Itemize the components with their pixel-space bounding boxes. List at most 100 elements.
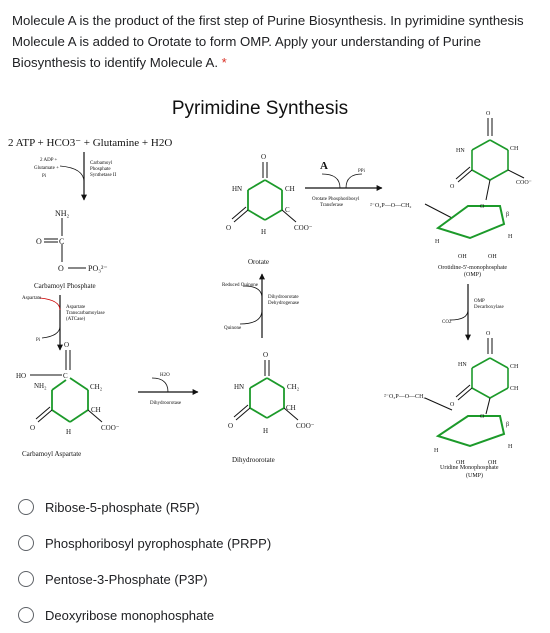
ump-atoms: O HN CH CH O ²⁻O₃P—O—CH₂ O β H H OH OH bbox=[384, 331, 519, 466]
svg-text:CH: CH bbox=[285, 185, 295, 193]
svg-text:C: C bbox=[285, 206, 290, 214]
svg-text:Orotidine-5'-monophosphate: Orotidine-5'-monophosphate bbox=[438, 265, 507, 271]
reactants-label: 2 ATP + HCO3⁻ + Glutamine + H2O bbox=[8, 137, 172, 149]
option-r5p[interactable]: Ribose-5-phosphate (R5P) bbox=[18, 489, 271, 525]
answer-options: Ribose-5-phosphate (R5P) Phosphoribosyl … bbox=[18, 489, 271, 633]
step2-arrow bbox=[39, 295, 63, 351]
svg-text:CH: CH bbox=[286, 404, 296, 412]
ump-structure bbox=[424, 338, 509, 415]
option-deoxyribose[interactable]: Deoxyribose monophosphate bbox=[18, 597, 271, 633]
diagram-title: Pyrimidine Synthesis bbox=[172, 98, 348, 119]
question-body: Molecule A is the product of the first s… bbox=[12, 13, 524, 70]
option-prpp-label: Phosphoribosyl pyrophosphate (PRPP) bbox=[45, 535, 272, 551]
svg-text:O: O bbox=[64, 341, 69, 349]
step3-enzyme: Dihydroorotase bbox=[150, 401, 182, 406]
step6-output: CO2 bbox=[442, 320, 452, 325]
svg-text:O: O bbox=[480, 204, 485, 210]
svg-text:Dehydrogenase: Dehydrogenase bbox=[268, 301, 300, 306]
svg-text:HN: HN bbox=[232, 185, 242, 193]
svg-text:Dihydroorotate: Dihydroorotate bbox=[268, 295, 299, 300]
svg-text:O: O bbox=[480, 414, 485, 420]
svg-text:CH: CH bbox=[510, 146, 519, 152]
svg-text:HN: HN bbox=[458, 362, 467, 368]
omp-structure bbox=[424, 118, 525, 219]
step4-input: Quinone bbox=[224, 326, 242, 331]
svg-text:OH: OH bbox=[488, 460, 497, 466]
step2-input: Aspartate bbox=[22, 296, 42, 301]
step5-molecule-path bbox=[321, 173, 341, 189]
step4-output: Reduced Quinone bbox=[222, 283, 259, 288]
step3-input: H2O bbox=[160, 373, 170, 378]
omp-label: Orotidine-5'-monophosphate (OMP) bbox=[438, 265, 507, 278]
step6-co2-path bbox=[449, 309, 469, 321]
svg-text:O: O bbox=[36, 237, 42, 246]
carbamoyl-aspartate-structure bbox=[30, 350, 103, 423]
step4-reduced-path bbox=[243, 285, 263, 299]
svg-text:NH₂: NH₂ bbox=[55, 209, 70, 218]
step2-output: Pi bbox=[36, 338, 41, 343]
step2-enzyme: Aspartate Transcarbamoylase (ATCase) bbox=[66, 305, 105, 322]
svg-text:(UMP): (UMP) bbox=[466, 472, 483, 479]
step5-output: PPi bbox=[358, 169, 366, 174]
radio-prpp[interactable] bbox=[18, 535, 34, 551]
orotate-label: Orotate bbox=[248, 258, 269, 266]
svg-text:²⁻O₃P—O—CH₂: ²⁻O₃P—O—CH₂ bbox=[370, 203, 412, 209]
svg-text:O: O bbox=[450, 184, 455, 190]
svg-text:CH₂: CH₂ bbox=[287, 383, 300, 391]
svg-text:H: H bbox=[66, 428, 71, 436]
omp-ribose-ring bbox=[435, 205, 506, 240]
svg-text:O: O bbox=[261, 153, 266, 161]
radio-r5p[interactable] bbox=[18, 499, 34, 515]
svg-text:HN: HN bbox=[456, 148, 465, 154]
svg-text:CH: CH bbox=[510, 364, 519, 370]
svg-text:O: O bbox=[58, 264, 64, 273]
svg-text:(OMP): (OMP) bbox=[464, 271, 481, 278]
step1-inputs: 2 ADP + Glutamate + Pi bbox=[34, 158, 59, 179]
svg-text:Carbamoyl: Carbamoyl bbox=[90, 161, 113, 166]
svg-text:OH: OH bbox=[456, 460, 465, 466]
svg-text:HN: HN bbox=[234, 383, 244, 391]
svg-text:OMP: OMP bbox=[474, 299, 485, 304]
svg-text:OH: OH bbox=[488, 254, 497, 260]
step1-enzyme: Carbamoyl Phosphate Synthetase II bbox=[90, 161, 117, 178]
svg-text:β: β bbox=[506, 422, 509, 428]
svg-text:OH: OH bbox=[458, 254, 467, 260]
svg-text:H: H bbox=[261, 228, 266, 236]
svg-text:Transcarbamoylase: Transcarbamoylase bbox=[66, 311, 105, 316]
radio-p3p[interactable] bbox=[18, 571, 34, 587]
svg-text:(ATCase): (ATCase) bbox=[66, 317, 85, 322]
carbamoyl-phosphate-label: Carbamoyl Phosphate bbox=[34, 282, 96, 290]
svg-text:CH₂: CH₂ bbox=[90, 383, 103, 391]
svg-text:Transferase: Transferase bbox=[320, 203, 344, 208]
svg-text:O: O bbox=[486, 331, 491, 337]
svg-text:COO⁻: COO⁻ bbox=[516, 180, 532, 186]
required-marker: * bbox=[221, 55, 227, 70]
svg-text:Synthetase II: Synthetase II bbox=[90, 173, 117, 178]
pyrimidine-synthesis-diagram: Pyrimidine Synthesis 2 ATP + HCO3⁻ + Glu… bbox=[8, 98, 532, 479]
svg-text:O: O bbox=[226, 224, 231, 232]
svg-text:COO⁻: COO⁻ bbox=[101, 424, 120, 432]
dihydroorotate-atoms: O HN CH₂ CH O H COO⁻ bbox=[228, 351, 315, 435]
omp-atoms: O HN CH O COO⁻ ²⁻O₃P—O—CH₂ O β H H OH OH bbox=[370, 111, 532, 260]
svg-text:H: H bbox=[508, 234, 513, 240]
svg-text:HO: HO bbox=[16, 372, 26, 380]
question-text: Molecule A is the product of the first s… bbox=[12, 10, 542, 73]
svg-text:H: H bbox=[508, 444, 513, 450]
option-prpp[interactable]: Phosphoribosyl pyrophosphate (PRPP) bbox=[18, 525, 271, 561]
svg-text:H: H bbox=[435, 239, 440, 245]
step1-arrow bbox=[59, 152, 87, 201]
svg-text:O: O bbox=[263, 351, 268, 359]
svg-text:H: H bbox=[434, 448, 439, 454]
svg-text:COO⁻: COO⁻ bbox=[296, 422, 315, 430]
option-p3p[interactable]: Pentose-3-Phosphate (P3P) bbox=[18, 561, 271, 597]
carbamoyl-aspartate-atoms: O HO C CH₂ NH₂ CH O H COO⁻ bbox=[16, 341, 120, 436]
dihydroorotate-structure bbox=[233, 360, 299, 421]
svg-text:C: C bbox=[63, 372, 68, 380]
svg-text:COO⁻: COO⁻ bbox=[294, 224, 313, 232]
svg-text:O: O bbox=[30, 424, 35, 432]
molecule-a: A bbox=[320, 160, 328, 172]
step4-enzyme: Dihydroorotate Dehydrogenase bbox=[268, 295, 300, 306]
svg-text:Glutamate +: Glutamate + bbox=[34, 166, 59, 171]
radio-deoxyribose[interactable] bbox=[18, 607, 34, 623]
svg-text:H: H bbox=[263, 427, 268, 435]
